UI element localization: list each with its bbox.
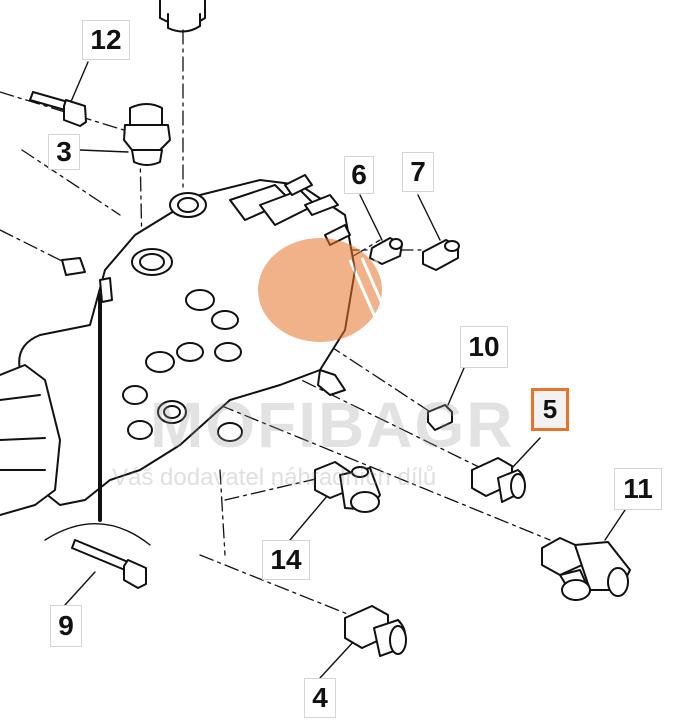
- tee-11-drawing: [541, 537, 631, 601]
- callout-5[interactable]: 5: [531, 388, 569, 431]
- callout-3[interactable]: 3: [48, 134, 80, 170]
- mounting-arc: [44, 523, 151, 546]
- elbow-14-drawing: [314, 461, 381, 513]
- fitting-3-drawing: [123, 103, 171, 166]
- bolt-9-drawing: [71, 539, 147, 589]
- brand-logo-icon: [258, 238, 410, 342]
- callout-4[interactable]: 4: [304, 678, 336, 718]
- adapter-4-drawing: [344, 605, 407, 657]
- leader-lines: [64, 61, 626, 679]
- fitting-6-drawing: [369, 237, 403, 265]
- callout-9[interactable]: 9: [50, 605, 82, 647]
- watermark-tagline: Váš dodavatel náhradních dílů: [112, 464, 437, 491]
- callout-7[interactable]: 7: [402, 152, 434, 192]
- callout-12[interactable]: 12: [82, 20, 130, 60]
- bolt-12-drawing: [29, 91, 87, 127]
- watermark-brand: MOFIBAGR: [150, 389, 515, 461]
- callout-10[interactable]: 10: [460, 326, 508, 368]
- top-fitting-drawing: [159, 0, 206, 33]
- adapter-5-drawing: [471, 457, 526, 503]
- callout-14[interactable]: 14: [262, 540, 310, 580]
- plug-7-drawing: [422, 239, 460, 271]
- plug-10-drawing: [427, 404, 453, 431]
- callout-6[interactable]: 6: [344, 156, 374, 194]
- callout-11[interactable]: 11: [614, 468, 662, 510]
